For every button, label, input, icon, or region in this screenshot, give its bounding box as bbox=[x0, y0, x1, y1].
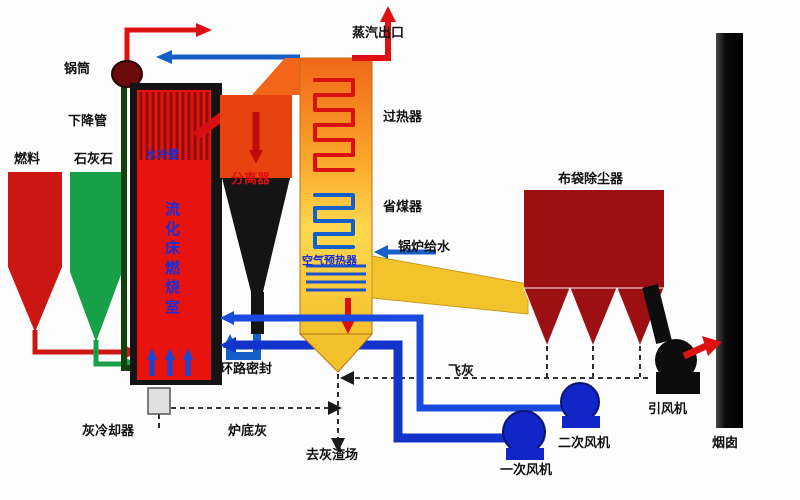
label-limestone: 石灰石 bbox=[74, 151, 114, 166]
bag-filter bbox=[523, 190, 665, 348]
fluidizing-air-arrows bbox=[149, 360, 191, 376]
saturated-steam-pipe bbox=[156, 50, 300, 64]
label-ash-yard: 去灰渣场 bbox=[306, 447, 359, 462]
label-combustor: 流化床燃烧室 bbox=[164, 201, 180, 316]
feedwater-arrow bbox=[374, 245, 436, 259]
label-air-preheater: 空气预热器 bbox=[302, 255, 357, 267]
drum-steam-pipe bbox=[124, 23, 212, 64]
stack-gas-arrow bbox=[682, 336, 722, 360]
label-fuel: 燃料 bbox=[14, 151, 41, 166]
label-ash-cooler: 灰冷却器 bbox=[82, 423, 135, 438]
fly-ash-arrowhead bbox=[340, 371, 354, 385]
secondary-air-pipe bbox=[220, 311, 576, 412]
label-id-fan: 引风机 bbox=[648, 401, 688, 416]
ash-cooler-box bbox=[147, 387, 171, 415]
superheater-coil bbox=[313, 78, 355, 172]
label-fly-ash: 飞灰 bbox=[448, 363, 475, 378]
label-secondary-fan: 二次风机 bbox=[558, 435, 611, 450]
ash-yard-arrowhead bbox=[331, 438, 345, 452]
flue-duct bbox=[371, 255, 529, 315]
label-loop-seal: 环路密封 bbox=[220, 361, 273, 376]
label-drum: 锅筒 bbox=[64, 61, 91, 76]
steam-outlet-pipe bbox=[352, 6, 396, 61]
id-fan-inlet-duct bbox=[642, 284, 672, 344]
label-primary-fan: 一次风机 bbox=[500, 462, 553, 477]
limestone-hopper bbox=[70, 172, 138, 370]
chimney-stack bbox=[716, 33, 743, 428]
label-downcomer: 下降管 bbox=[68, 113, 108, 128]
primary-fan-body bbox=[502, 410, 546, 460]
boiler-drum bbox=[111, 60, 143, 88]
label-steam-outlet: 蒸汽出口 bbox=[352, 25, 405, 40]
tower-hopper bbox=[298, 333, 374, 373]
water-wall-tubes bbox=[139, 92, 209, 160]
id-fan-body bbox=[655, 339, 700, 394]
label-feedwater: 锅炉给水 bbox=[398, 239, 451, 254]
combustion-chamber bbox=[130, 83, 222, 385]
secondary-fan-body bbox=[560, 382, 600, 428]
cyclone-separator bbox=[220, 95, 292, 334]
label-chimney: 烟囱 bbox=[712, 435, 739, 450]
label-water-wall: 水冷壁 bbox=[146, 149, 179, 161]
fuel-hopper bbox=[8, 172, 138, 358]
air-preheater-tubes bbox=[306, 264, 366, 292]
label-bag-filter: 布袋除尘器 bbox=[558, 171, 624, 186]
label-economizer: 省煤器 bbox=[383, 199, 423, 214]
label-superheater: 过热器 bbox=[383, 109, 423, 124]
economizer-coil bbox=[313, 193, 355, 249]
label-bottom-ash: 炉底灰 bbox=[228, 423, 268, 438]
label-separator: 分离器 bbox=[231, 171, 271, 186]
bottom-ash-arrowhead bbox=[328, 401, 342, 415]
